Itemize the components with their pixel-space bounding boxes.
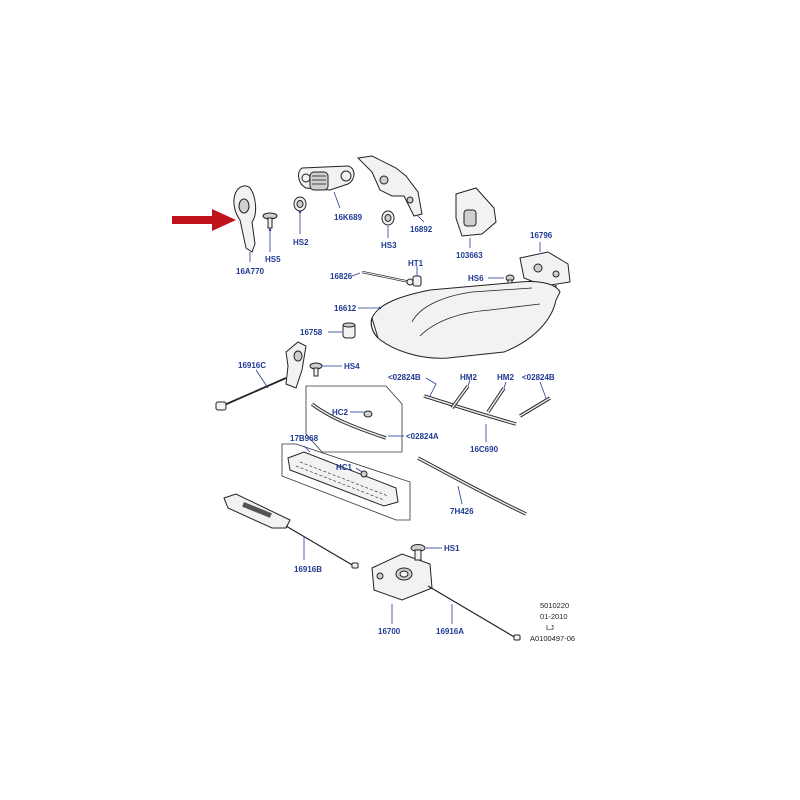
label-17B968: 17B968: [290, 434, 319, 443]
label-16892: 16892: [410, 225, 433, 234]
label-16916C: 16916C: [238, 361, 266, 370]
part-16796-hinge-bracket: [519, 242, 571, 287]
label-7H426: 7H426: [450, 507, 474, 516]
part-HS5-screw: [262, 212, 278, 252]
label-103663: 103663: [456, 251, 483, 260]
part-16916C-release-lever: [215, 341, 307, 411]
label-02824B-right: <02824B: [522, 373, 555, 382]
red-pointer-arrow-icon: [172, 209, 236, 231]
label-HS4: HS4: [344, 362, 360, 371]
part-16758-bump-stop: [328, 322, 356, 339]
label-16916B: 16916B: [294, 565, 322, 574]
label-02824A: <02824A: [406, 432, 439, 441]
label-HM2-left: HM2: [460, 373, 477, 382]
label-HS5: HS5: [265, 255, 281, 264]
label-HT1: HT1: [408, 259, 424, 268]
label-02824B-left: <02824B: [388, 373, 421, 382]
part-16K689-hood-latch: [298, 165, 355, 209]
part-16700-hood-latch: [371, 553, 433, 624]
ref-line-4: A0100497-06: [530, 634, 575, 643]
diagram-reference-block: 5010220 01-2010 LJ A0100497-06: [530, 601, 575, 643]
box-17B968-cowl-panel: [281, 443, 411, 521]
ref-line-2: 01-2010: [540, 612, 568, 621]
label-HS3: HS3: [381, 241, 397, 250]
part-HS4-screw: [309, 362, 342, 377]
part-HS3-nut: [381, 210, 395, 238]
label-16A770: 16A770: [236, 267, 265, 276]
ref-line-1: 5010220: [540, 601, 569, 610]
part-16916B-release-handle-cable: [223, 493, 359, 569]
part-16A770-release-handle: [233, 185, 257, 262]
part-16892-hood-hinge: [356, 155, 425, 223]
label-16612: 16612: [334, 304, 357, 313]
label-HC2: HC2: [332, 408, 349, 417]
ref-line-3: LJ: [546, 623, 554, 632]
label-16758: 16758: [300, 328, 323, 337]
label-HS1: HS1: [444, 544, 460, 553]
label-HS2: HS2: [293, 238, 309, 247]
part-103663-bracket: [455, 187, 497, 248]
part-02824B-left-seal: [423, 377, 517, 426]
label-16826: 16826: [330, 272, 353, 281]
part-16612-hood-panel: [358, 281, 561, 359]
part-HS2-nut: [293, 196, 307, 234]
part-HS1-bolt: [410, 544, 442, 561]
label-16K689: 16K689: [334, 213, 363, 222]
part-16916A-release-cable: [427, 585, 521, 641]
part-HM2-left-strip: [450, 379, 471, 409]
label-HC1: HC1: [336, 463, 353, 472]
part-16826-prop-rod: [351, 270, 414, 286]
part-HT1-clip: [412, 266, 422, 287]
label-HM2-right: HM2: [497, 373, 514, 382]
label-16700: 16700: [378, 627, 401, 636]
label-HS6: HS6: [468, 274, 484, 283]
part-7H426-seal: [417, 456, 527, 516]
label-16C690: 16C690: [470, 445, 499, 454]
box-02824A-group: [305, 385, 404, 453]
part-02824B-right-seal: [519, 381, 551, 418]
label-16796: 16796: [530, 231, 553, 240]
part-HM2-right-strip: [486, 381, 507, 413]
label-16916A: 16916A: [436, 627, 464, 636]
